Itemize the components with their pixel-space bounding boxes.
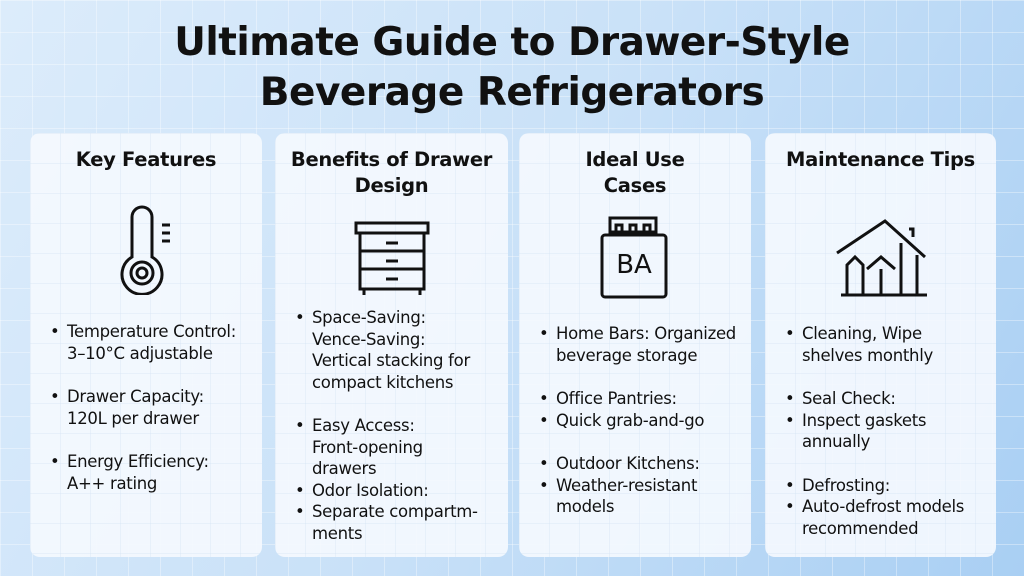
bar-icon: BA: [600, 216, 668, 299]
list-item: Drawer Capacity: 120L per drawer: [50, 386, 256, 429]
bar-icon-text: BA: [616, 250, 652, 280]
card-heading: Key Features: [75, 148, 217, 171]
list-item: Seal Check:: [785, 388, 990, 410]
benefit-list: Space-Saving: Vence-Saving: Vertical sta…: [295, 307, 502, 566]
list-item: Cleaning, Wipe shelves monthly: [785, 323, 990, 366]
house-icon: [835, 219, 927, 297]
list-item: Inspect gaskets annually: [785, 410, 990, 453]
list-item: Auto-defrost models recommended: [785, 496, 990, 539]
card-heading: Benefits of Drawer Design: [290, 148, 493, 197]
maintenance-list: Cleaning, Wipe shelves monthly Seal Chec…: [785, 323, 990, 561]
card-heading: Maintenance Tips: [786, 148, 975, 171]
card-heading: Ideal Use Cases: [585, 148, 685, 197]
page-title: Ultimate Guide to Drawer-Style Beverage …: [174, 20, 850, 115]
list-item: Defrosting:: [785, 475, 990, 497]
feature-list: Temperature Control: 3–10°C adjustable D…: [50, 321, 256, 516]
card-use-cases: Ideal Use Cases BA Home Bars: Organized …: [519, 133, 751, 557]
list-item: Easy Access: Front-opening drawers: [295, 415, 502, 480]
card-key-features: Key Features Temperature Control: 3–10°C…: [30, 133, 262, 557]
list-item: Home Bars: Organized beverage storage: [539, 323, 745, 366]
card-benefits: Benefits of Drawer Design Space-Saving: …: [275, 133, 508, 557]
card-maintenance: Maintenance Tips Cleaning, Wipe shelves …: [765, 133, 996, 557]
list-item: Energy Efficiency: A++ rating: [50, 451, 256, 494]
thermometer-icon: [120, 205, 170, 295]
list-item: Outdoor Kitchens:: [539, 453, 745, 475]
list-item: Quick grab-and-go: [539, 410, 745, 432]
list-item: Office Pantries:: [539, 388, 745, 410]
list-item: Space-Saving: Vence-Saving: Vertical sta…: [295, 307, 502, 393]
use-case-list: Home Bars: Organized beverage storage Of…: [539, 323, 745, 540]
list-item: Odor Isolation:: [295, 480, 502, 502]
drawer-cabinet-icon: [354, 221, 429, 295]
list-item: Weather-resistant models: [539, 475, 745, 518]
list-item: Temperature Control: 3–10°C adjustable: [50, 321, 256, 364]
list-item: Separate compartm- ments: [295, 501, 502, 544]
